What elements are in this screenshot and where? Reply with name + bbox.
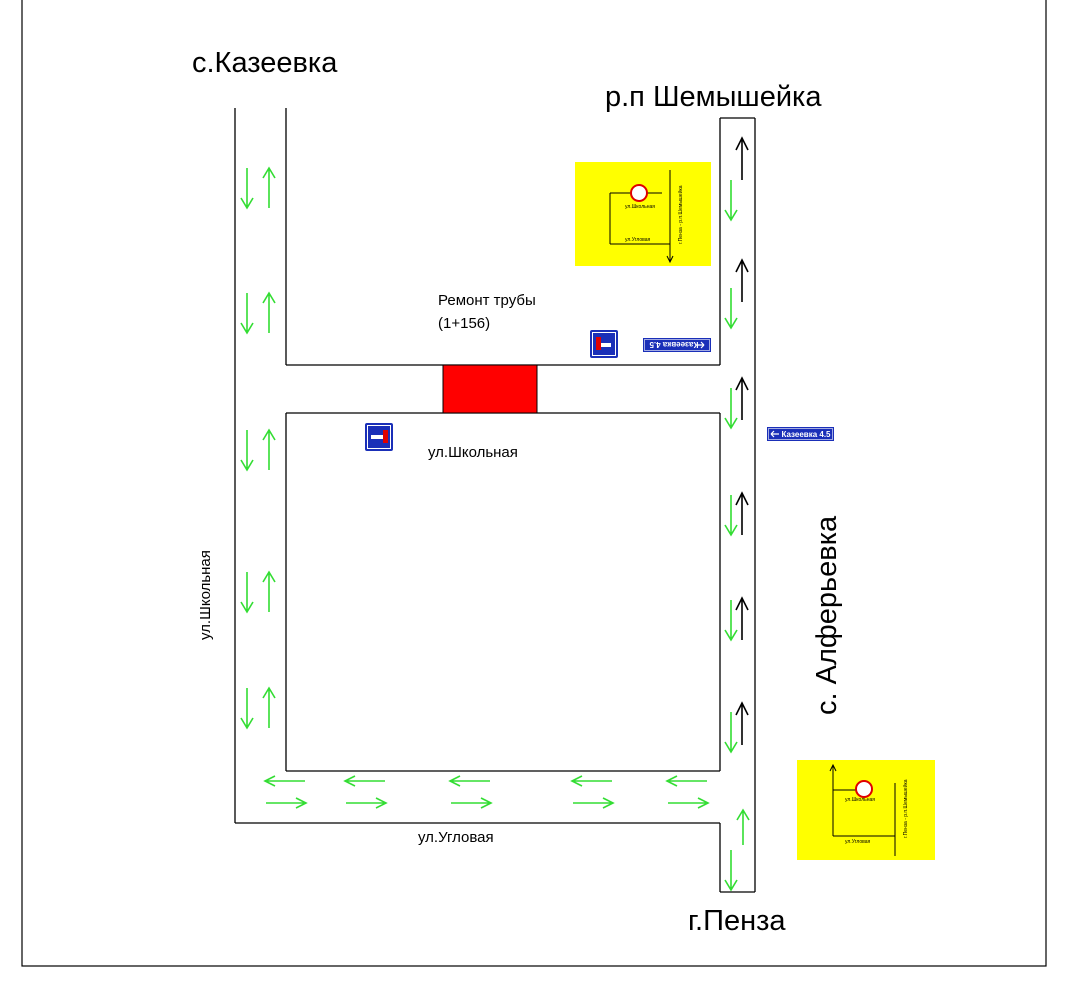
- place-label-penza: г.Пенза: [688, 905, 786, 937]
- inset-top-street-b: ул.Угловая: [625, 237, 650, 243]
- dead-end-sign-1: [590, 330, 618, 358]
- left-road-arrow-pair-4: [240, 570, 276, 614]
- main-road-green-arrows: [724, 180, 750, 892]
- left-road-arrow-pair-5: [240, 686, 276, 730]
- place-label-kazeevka: с.Казеевка: [192, 47, 338, 79]
- work-zone-chainage: (1+156): [438, 315, 490, 332]
- left-road-arrow-pair-3: [240, 428, 276, 472]
- inset-bottom-street-a: ул.Школьная: [845, 797, 875, 803]
- left-road-arrow-pair-2: [240, 291, 276, 335]
- direction-sign-2: Казеевка 4.5: [767, 427, 834, 441]
- inset-scheme-top: ул.Школьная ул.Угловая г.Пенза - р.п.Шем…: [575, 162, 711, 266]
- left-road-arrow-pair-1: [240, 166, 276, 210]
- inset-scheme-bottom: ул.Школьная ул.Угловая г.Пенза - р.п.Шем…: [797, 760, 935, 860]
- main-road-black-arrows: [735, 136, 749, 745]
- pipe-repair-zone: [442, 364, 538, 414]
- inset-bottom-street-b: ул.Угловая: [845, 839, 870, 845]
- inset-bottom-road: г.Пенза - р.п.Шемышейка: [902, 779, 909, 838]
- dead-end-sign-2: [365, 423, 393, 451]
- street-label-school-horizontal: ул.Школьная: [428, 444, 518, 461]
- detour-arrows: [240, 166, 750, 892]
- direction-sign-2-text: Казеевка 4.5: [781, 430, 831, 439]
- street-label-school-vertical: ул.Школьная: [197, 550, 214, 640]
- no-entry-sign-icon: [630, 184, 648, 202]
- no-entry-sign-icon: [855, 780, 873, 798]
- street-label-corner: ул.Угловая: [418, 829, 494, 846]
- map-frame: [21, 0, 1047, 967]
- inset-top-street-a: ул.Школьная: [625, 204, 655, 210]
- place-label-alferevka: с. Алферьевка: [811, 515, 843, 715]
- place-label-shemysheyka: р.п Шемышейка: [605, 81, 822, 113]
- work-zone-label: Ремонт трубы: [438, 292, 536, 309]
- corner-road-arrows: [263, 775, 710, 809]
- inset-top-road: г.Пенза - р.п.Шемышейка: [677, 185, 684, 244]
- direction-sign-1: Казеевка 4.5: [643, 338, 711, 352]
- direction-sign-1-text: Казеевка 4.5: [649, 340, 699, 349]
